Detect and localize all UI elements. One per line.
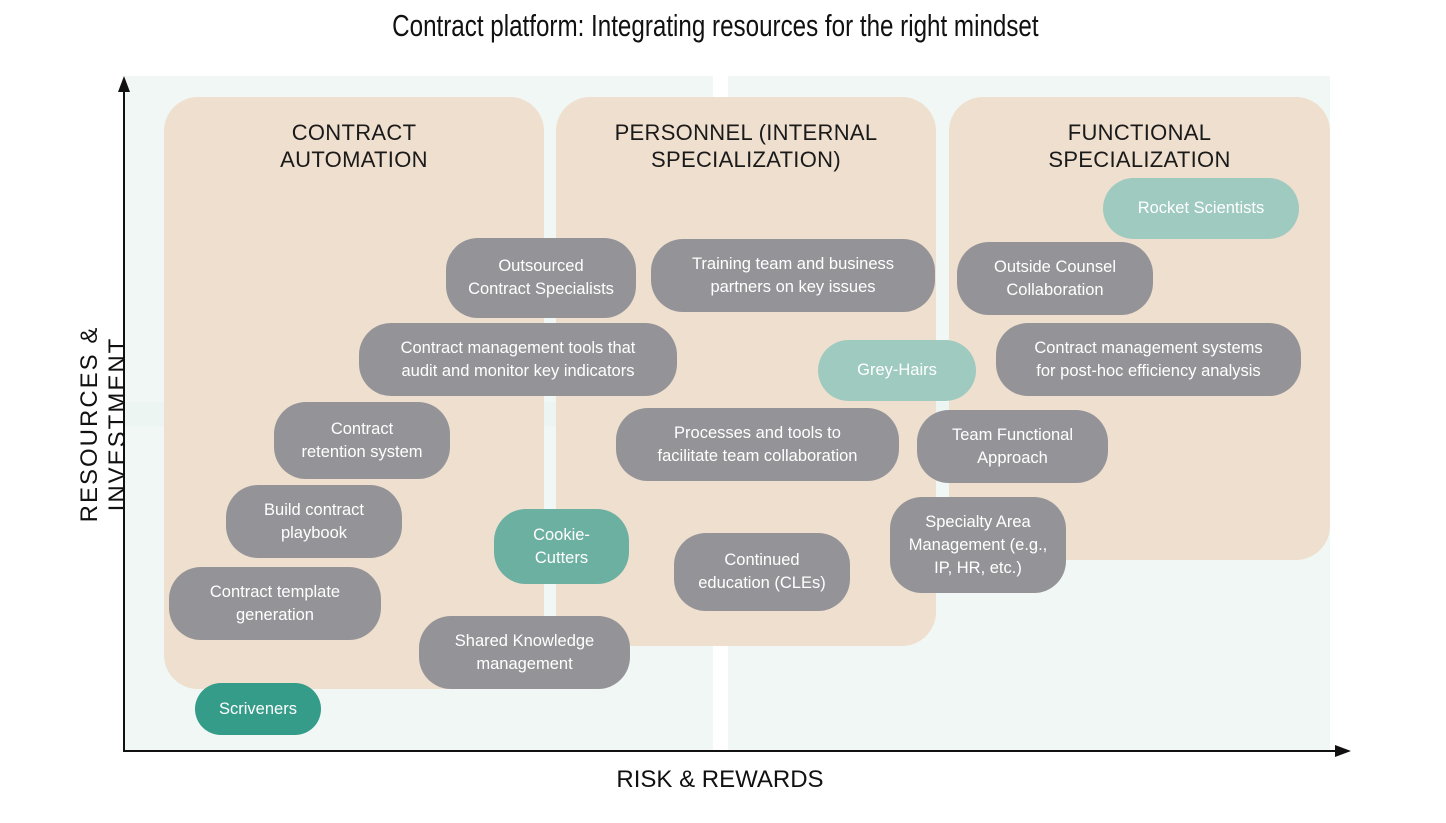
item-label: Training team and business partners on ke…: [692, 253, 894, 299]
panel-title-line: AUTOMATION: [280, 147, 428, 172]
y-axis-label: RESOURCES & INVESTMENT: [76, 325, 131, 523]
item-label-line: Rocket Scientists: [1137, 199, 1265, 217]
item-shared-knowledge: Shared Knowledge management: [419, 616, 630, 689]
item-label-line: Management (e.g.,: [908, 535, 1048, 554]
x-axis-line: [123, 750, 1338, 752]
item-cm-tools-audit: Contract management tools that audit and …: [359, 323, 677, 396]
item-label: Contract template generation: [210, 581, 340, 627]
item-label-line: generation: [236, 605, 314, 624]
item-label-line: Contract Specialists: [468, 280, 614, 298]
x-axis-arrow-icon: [1335, 745, 1351, 757]
item-label-line: Outside Counsel: [994, 257, 1116, 276]
item-label-line: IP, HR, etc.): [934, 558, 1022, 577]
item-label: Contract retention system: [301, 418, 422, 464]
item-processes-tools: Processes and tools to facilitate team co…: [616, 408, 899, 481]
item-label: Scriveners: [219, 698, 297, 721]
item-label-line: Outsourced: [498, 257, 584, 275]
item-label: Rocket Scientists: [1138, 197, 1265, 220]
panel-title-functional: FUNCTIONAL SPECIALIZATION: [949, 119, 1330, 173]
item-label-line: Contract: [330, 419, 394, 438]
item-label: Continued education (CLEs): [698, 549, 825, 595]
item-build-playbook: Build contract playbook: [226, 485, 402, 558]
item-label-line: facilitate team collaboration: [657, 446, 858, 465]
item-label-line: Team Functional: [951, 425, 1074, 444]
item-label-line: Continued: [724, 551, 800, 569]
item-continued-education: Continued education (CLEs): [674, 533, 850, 611]
item-label: Processes and tools to facilitate team co…: [658, 422, 858, 468]
item-label: Contract management systems for post-hoc …: [1034, 337, 1262, 383]
panel-title-contract-automation: CONTRACT AUTOMATION: [164, 119, 544, 173]
item-label-line: Collaboration: [1006, 280, 1104, 299]
item-label-line: Shared Knowledge: [454, 631, 595, 650]
panel-title-line: SPECIALIZATION: [1048, 147, 1231, 172]
item-label: Cookie- Cutters: [533, 524, 590, 570]
item-label-line: management: [476, 654, 573, 673]
item-label-line: education (CLEs): [698, 574, 826, 592]
panel-title-line: FUNCTIONAL: [1067, 120, 1212, 145]
item-rocket-scientists: Rocket Scientists: [1103, 178, 1299, 239]
item-label-line: audit and monitor key indicators: [401, 361, 635, 380]
item-label-line: Approach: [977, 448, 1048, 467]
item-retention-system: Contract retention system: [274, 402, 450, 479]
item-label-line: partners on key issues: [710, 277, 876, 296]
item-label-line: Build contract: [264, 500, 364, 519]
item-training-team: Training team and business partners on ke…: [651, 239, 935, 312]
item-grey-hairs: Grey-Hairs: [818, 340, 976, 401]
item-label-line: Specialty Area: [925, 512, 1031, 531]
panel-title-line: SPECIALIZATION): [651, 147, 841, 172]
item-label-line: Scriveners: [219, 699, 297, 718]
diagram-title: Contract platform: Integrating resources…: [392, 8, 1039, 43]
item-label-line: Cookie-: [533, 525, 590, 544]
item-template-generation: Contract template generation: [169, 567, 381, 640]
item-label: Build contract playbook: [264, 499, 364, 545]
item-label-line: Contract template: [209, 582, 341, 601]
item-label: Grey-Hairs: [857, 359, 937, 382]
panel-title-line: PERSONNEL (INTERNAL: [614, 120, 878, 145]
item-label-line: Contract management tools that: [400, 338, 636, 357]
item-label-line: Processes and tools to: [674, 423, 841, 442]
item-label: Contract management tools that audit and …: [401, 337, 636, 383]
item-cookie-cutters: Cookie- Cutters: [494, 509, 629, 584]
item-cm-systems-posthoc: Contract management systems for post-hoc …: [996, 323, 1301, 396]
item-label-line: retention system: [301, 442, 423, 461]
item-label-line: Contract management systems: [1034, 338, 1263, 357]
item-label: Shared Knowledge management: [455, 630, 594, 676]
item-label-line: playbook: [280, 523, 348, 542]
panel-title-personnel: PERSONNEL (INTERNAL SPECIALIZATION): [556, 119, 936, 173]
x-axis-label: RISK & REWARDS: [616, 766, 824, 793]
item-label-line: for post-hoc efficiency analysis: [1036, 361, 1261, 380]
item-scriveners: Scriveners: [195, 683, 321, 735]
item-label-line: Grey-Hairs: [857, 361, 937, 379]
item-label-line: Cutters: [534, 548, 589, 567]
y-axis-line: [123, 84, 125, 752]
item-label-line: Training team and business: [691, 254, 895, 273]
panel-title-line: CONTRACT: [291, 120, 417, 145]
y-axis-arrow-icon: [118, 76, 130, 92]
